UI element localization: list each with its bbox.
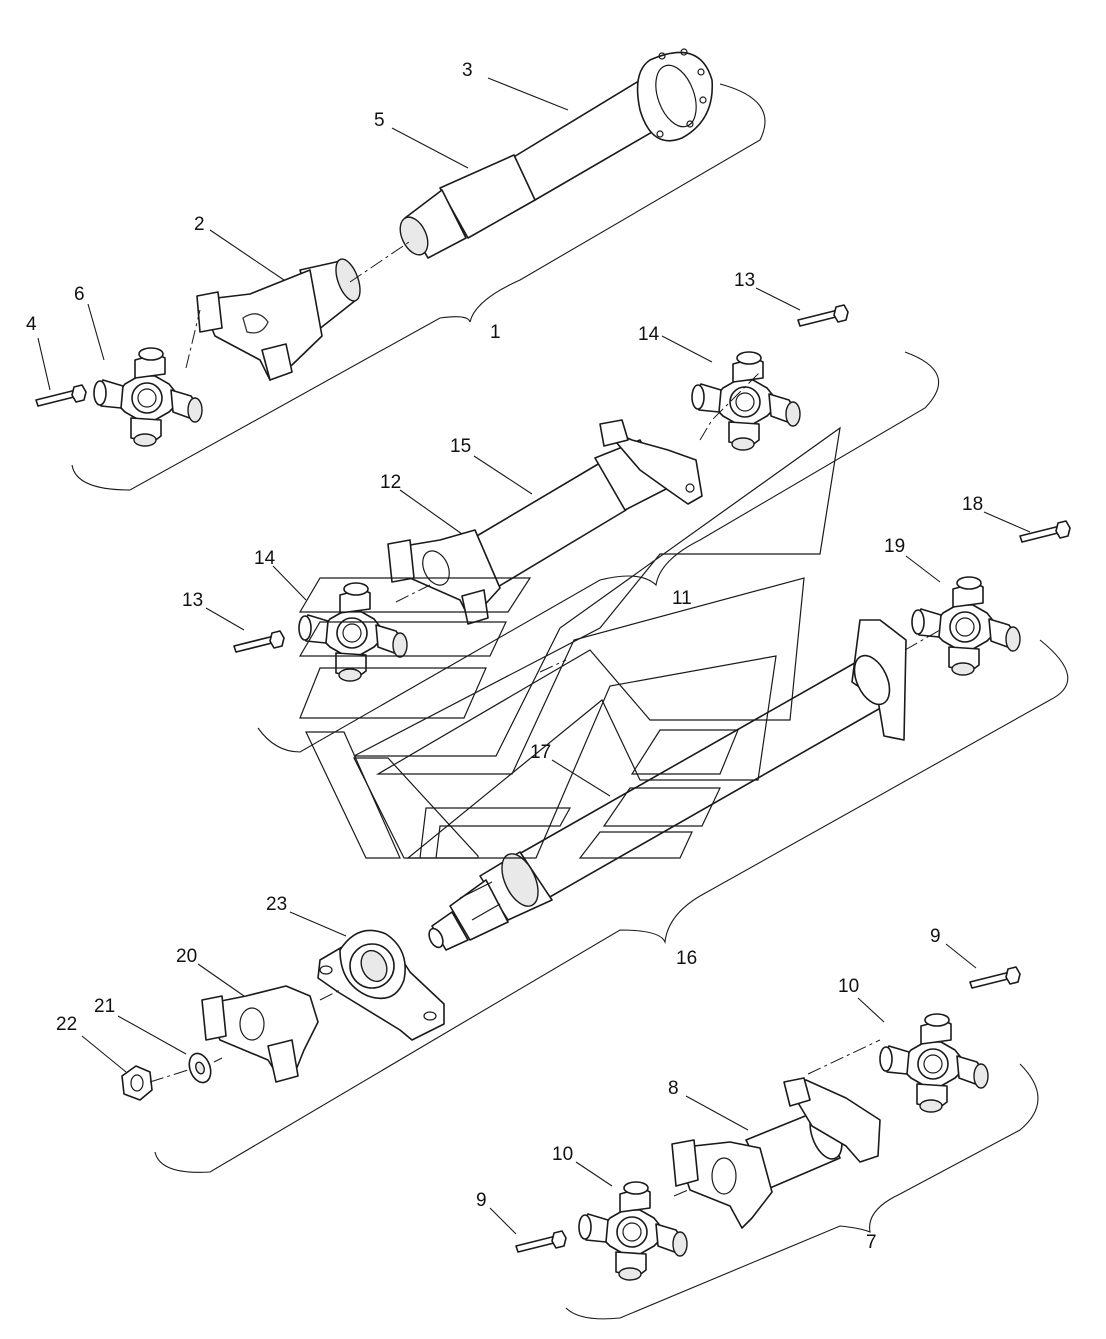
- callout-10-lower: 10: [552, 1144, 573, 1165]
- callout-12: 12: [380, 472, 401, 493]
- bolt-part-9-upper: [969, 966, 1021, 989]
- callout-13-upper: 13: [734, 270, 755, 291]
- bolt-part-9-lower: [515, 1230, 567, 1253]
- universal-joint-part-14-lower: [298, 582, 408, 682]
- callout-8: 8: [668, 1078, 679, 1099]
- universal-joint-part-14-upper: [691, 351, 801, 451]
- pillow-block-bearing-part-23: [317, 929, 445, 1041]
- slip-yoke-part-2: [196, 258, 361, 381]
- group-7-bracket: [565, 1063, 1039, 1320]
- callout-14-lower: 14: [254, 548, 276, 569]
- bolt-part-13-lower: [233, 630, 285, 653]
- callout-16: 16: [676, 948, 697, 969]
- group-11-bracket: [257, 351, 940, 753]
- callout-6: 6: [74, 284, 85, 305]
- universal-joint-part-10-upper: [879, 1013, 989, 1113]
- group-16-bracket: [154, 639, 1069, 1173]
- callout-4: 4: [26, 314, 37, 335]
- sleeve-part-5: [399, 154, 536, 259]
- callout-11: 11: [672, 588, 692, 609]
- shaft-tube-part-8: [671, 1077, 881, 1229]
- leader-lines: [37, 77, 1031, 1235]
- callout-3: 3: [462, 60, 473, 81]
- callout-1: 1: [490, 322, 501, 343]
- group-11-axis: [395, 371, 761, 603]
- group-7-axis: [673, 1039, 881, 1197]
- callout-15: 15: [450, 436, 471, 457]
- callout-9-lower: 9: [476, 1190, 487, 1211]
- shaft-tube-part-15: [469, 419, 703, 589]
- callout-20: 20: [176, 946, 197, 967]
- callout-9-upper: 9: [930, 926, 941, 947]
- nut-part-22: [121, 1065, 153, 1101]
- group-1-axis: [185, 239, 413, 369]
- universal-joint-part-10-lower: [578, 1181, 688, 1281]
- callout-7: 7: [866, 1232, 877, 1253]
- universal-joint-part-19: [911, 576, 1021, 676]
- callout-10-upper: 10: [838, 976, 859, 997]
- callout-13-lower: 13: [182, 590, 203, 611]
- group-1-bracket: [71, 83, 766, 491]
- background-chevron-graphic: [298, 426, 841, 859]
- callout-5: 5: [374, 110, 385, 131]
- callout-21: 21: [94, 996, 115, 1017]
- callout-17: 17: [530, 742, 551, 763]
- callout-labels: 3 5 2 6 4 1 13 14 15 12 14 13 11 18 19 1…: [26, 60, 983, 1253]
- universal-joint-part-6: [93, 347, 203, 447]
- callout-23: 23: [266, 894, 287, 915]
- callout-18: 18: [962, 494, 983, 515]
- bolt-part-13-upper: [797, 304, 849, 327]
- tube-yoke-part-12: [387, 529, 501, 625]
- companion-yoke-part-20: [201, 985, 319, 1083]
- manufacturer-logo: [242, 313, 269, 334]
- callout-22: 22: [56, 1014, 77, 1035]
- bolt-part-4: [35, 384, 87, 407]
- group-16-axis: [149, 629, 941, 1083]
- callout-19: 19: [884, 536, 905, 557]
- tube-part-3: [511, 48, 714, 201]
- callout-2: 2: [194, 214, 205, 235]
- callout-14-upper: 14: [638, 324, 660, 345]
- shaft-part-17: [428, 619, 907, 951]
- washer-part-21: [188, 1052, 212, 1084]
